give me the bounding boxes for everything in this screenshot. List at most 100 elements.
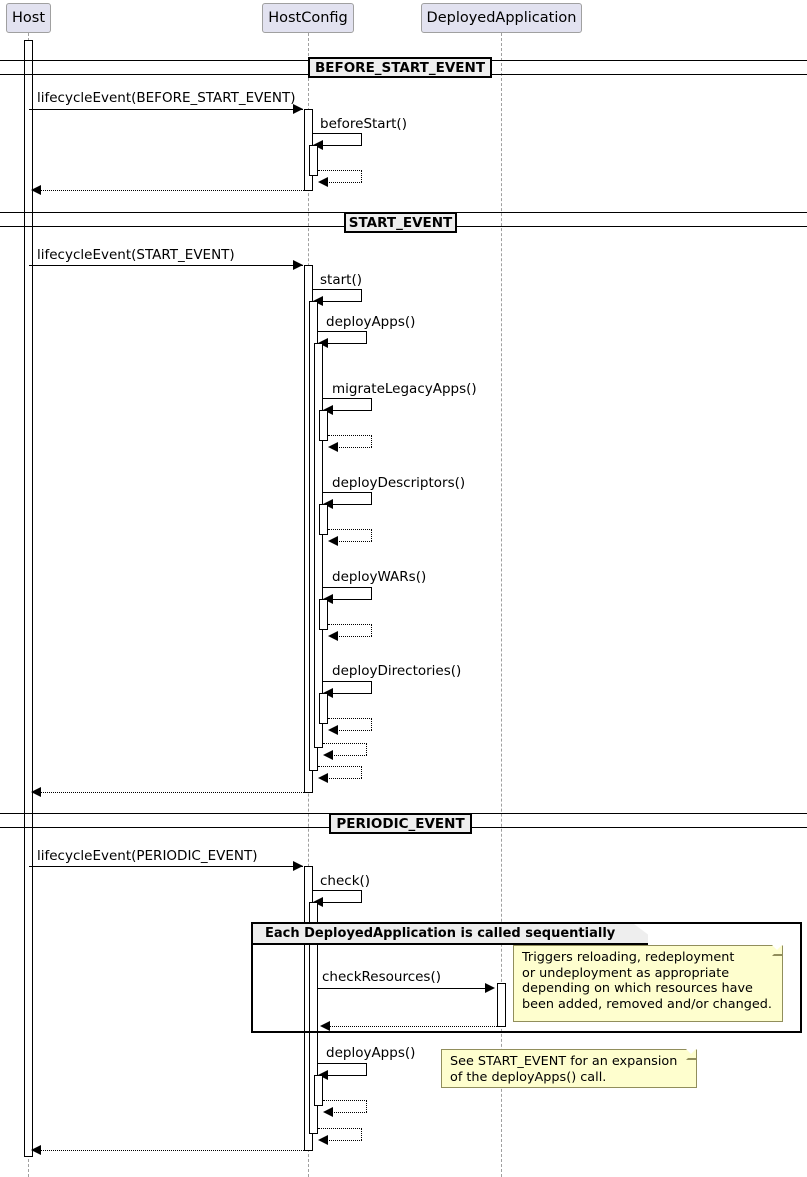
selfcall-bottom-m8 bbox=[332, 599, 372, 600]
return-bottom-m8 bbox=[337, 636, 372, 637]
divider-start-event: START_EVENT bbox=[344, 212, 457, 233]
selfcall-top-m8 bbox=[323, 587, 372, 588]
selfcall-top-m4 bbox=[313, 289, 362, 290]
return-top-m11 bbox=[318, 1128, 362, 1129]
selfcall-arrowhead-m5 bbox=[318, 338, 328, 348]
return-arrowhead-m10 bbox=[31, 1145, 41, 1155]
return-right-m5 bbox=[366, 743, 367, 755]
return-top-m4 bbox=[318, 766, 362, 767]
return-top-m5 bbox=[323, 743, 367, 744]
selfcall-top-m11 bbox=[313, 890, 362, 891]
selfcall-arrowhead-m4 bbox=[313, 296, 323, 306]
return-top-m6 bbox=[328, 435, 372, 436]
return-right-m7 bbox=[371, 529, 372, 541]
selfcall-arrowhead-m2 bbox=[313, 140, 323, 150]
return-bottom-m6 bbox=[337, 447, 372, 448]
message-line-m3 bbox=[29, 265, 303, 266]
activation-hostconfig-start-4c bbox=[319, 599, 328, 630]
selfcall-right-m7 bbox=[371, 492, 372, 504]
return-bottom-m4 bbox=[327, 778, 362, 779]
divider-periodic-event: PERIODIC_EVENT bbox=[329, 813, 472, 834]
participant-deployedapplication[interactable]: DeployedApplication bbox=[421, 3, 582, 33]
selfcall-top-m2 bbox=[313, 133, 362, 134]
activation-hostconfig-start-4a bbox=[319, 410, 328, 441]
return-arrowhead-m3 bbox=[31, 787, 41, 797]
selfcall-bottom-m4 bbox=[322, 301, 362, 302]
activation-hostconfig-start-3 bbox=[314, 343, 323, 748]
return-arrowhead-m12 bbox=[320, 1021, 330, 1031]
message-label-lifecycleevent-periodic: lifecycleEvent(PERIODIC_EVENT) bbox=[37, 848, 258, 864]
return-line-m10 bbox=[34, 1150, 304, 1151]
return-top-m2 bbox=[318, 170, 362, 171]
message-label-deploydirectories: deployDirectories() bbox=[332, 663, 462, 679]
selfcall-right-m2 bbox=[361, 133, 362, 145]
return-right-m4 bbox=[361, 766, 362, 778]
selfcall-bottom-m5 bbox=[327, 343, 367, 344]
activation-deployedapplication bbox=[497, 983, 506, 1027]
message-arrowhead-m12 bbox=[485, 983, 495, 993]
selfcall-top-m6 bbox=[323, 398, 372, 399]
return-right-m11 bbox=[361, 1128, 362, 1140]
selfcall-bottom-m13 bbox=[327, 1075, 367, 1076]
participant-host[interactable]: Host bbox=[6, 3, 51, 33]
message-label-start: start() bbox=[320, 272, 362, 288]
return-top-m7 bbox=[328, 529, 372, 530]
selfcall-top-m13 bbox=[318, 1063, 367, 1064]
selfcall-right-m13 bbox=[366, 1063, 367, 1075]
selfcall-right-m6 bbox=[371, 398, 372, 410]
message-label-deployapps-periodic: deployApps() bbox=[326, 1045, 416, 1061]
activation-host bbox=[24, 40, 33, 1157]
selfcall-right-m5 bbox=[366, 331, 367, 343]
return-arrowhead-m13 bbox=[323, 1107, 333, 1117]
message-label-lifecycleevent-start: lifecycleEvent(START_EVENT) bbox=[37, 247, 235, 263]
participant-hostconfig[interactable]: HostConfig bbox=[262, 3, 354, 33]
note-deployapps-fold-inner bbox=[687, 1049, 696, 1058]
return-top-m9 bbox=[328, 718, 372, 719]
activation-hostconfig-start-4d bbox=[319, 693, 328, 724]
message-label-deploydescriptors: deployDescriptors() bbox=[332, 475, 466, 491]
message-line-m12 bbox=[318, 988, 488, 989]
selfcall-arrowhead-m7 bbox=[323, 499, 333, 509]
note-deployapps: See START_EVENT for an expansion of the … bbox=[441, 1049, 697, 1088]
return-right-m13 bbox=[366, 1100, 367, 1112]
selfcall-right-m9 bbox=[371, 681, 372, 693]
selfcall-bottom-m6 bbox=[332, 410, 372, 411]
return-bottom-m13 bbox=[332, 1112, 367, 1113]
selfcall-top-m7 bbox=[323, 492, 372, 493]
return-top-m8 bbox=[328, 624, 372, 625]
return-bottom-m7 bbox=[337, 541, 372, 542]
return-line-m3 bbox=[34, 792, 304, 793]
selfcall-arrowhead-m6 bbox=[323, 405, 333, 415]
return-arrowhead-m4 bbox=[318, 773, 328, 783]
return-arrowhead-m7 bbox=[328, 536, 338, 546]
lifeline-deployedapplication bbox=[501, 33, 502, 1177]
selfcall-bottom-m11 bbox=[322, 902, 362, 903]
return-arrowhead-m9 bbox=[328, 725, 338, 735]
selfcall-right-m11 bbox=[361, 890, 362, 902]
return-bottom-m2 bbox=[327, 182, 362, 183]
selfcall-bottom-m2 bbox=[322, 145, 362, 146]
message-label-beforestart: beforeStart() bbox=[320, 116, 407, 132]
note-checkresources-fold-inner bbox=[773, 945, 782, 954]
group-frame-sequential bbox=[251, 922, 802, 1033]
selfcall-bottom-m9 bbox=[332, 693, 372, 694]
message-arrowhead-m1 bbox=[293, 104, 303, 114]
return-arrowhead-m8 bbox=[328, 631, 338, 641]
message-line-m1 bbox=[29, 109, 303, 110]
return-bottom-m11 bbox=[327, 1140, 362, 1141]
message-arrowhead-m3 bbox=[293, 260, 303, 270]
selfcall-arrowhead-m9 bbox=[323, 688, 333, 698]
return-arrowhead-m11 bbox=[318, 1135, 328, 1145]
divider-before-start-event: BEFORE_START_EVENT bbox=[308, 57, 492, 78]
return-line-m12 bbox=[323, 1026, 497, 1027]
return-arrowhead-m6 bbox=[328, 442, 338, 452]
activation-hostconfig-2 bbox=[309, 145, 318, 176]
return-right-m9 bbox=[371, 718, 372, 730]
activation-hostconfig-periodic-3 bbox=[314, 1075, 323, 1106]
return-arrowhead-m2 bbox=[318, 177, 328, 187]
selfcall-arrowhead-m8 bbox=[323, 594, 333, 604]
group-label-sequential: Each DeployedApplication is called seque… bbox=[253, 924, 648, 945]
selfcall-top-m9 bbox=[323, 681, 372, 682]
activation-hostconfig-periodic-2 bbox=[309, 902, 318, 1134]
